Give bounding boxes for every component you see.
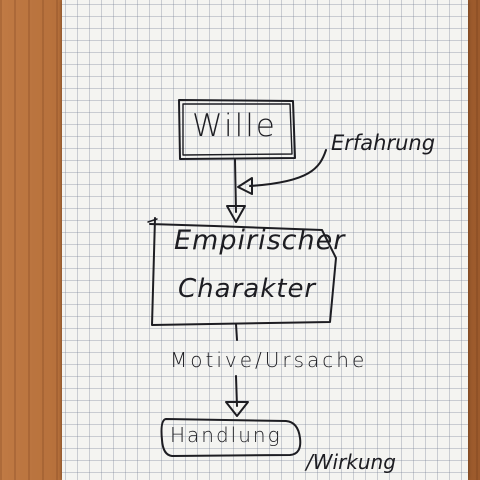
handlung-box — [160, 418, 302, 457]
line-charakter-to-motive — [235, 323, 238, 341]
arrowhead-handlung — [225, 401, 249, 417]
wille-box — [178, 99, 296, 160]
arrow-erfahrung-to-wille-line — [249, 149, 327, 187]
arrowhead-wille — [226, 205, 246, 223]
erfahrung-label: Erfahrung — [331, 131, 436, 155]
wille-box-inner — [182, 103, 293, 156]
wirkung-label: /Wirkung — [306, 450, 396, 474]
charakter-box-bracket — [147, 218, 158, 223]
handlung-label: Handlung — [170, 423, 282, 447]
charakter-label: Charakter — [178, 274, 317, 304]
motive-ursache-label: Motive/Ursache — [170, 348, 368, 372]
flipchart-paper — [62, 0, 468, 480]
charakter-box — [149, 217, 337, 326]
empirischer-label: Empirischer — [174, 225, 346, 256]
arrow-wille-to-charakter — [234, 159, 237, 213]
arrowhead-erfahrung — [237, 177, 253, 195]
wille-label: Wille — [192, 108, 277, 144]
